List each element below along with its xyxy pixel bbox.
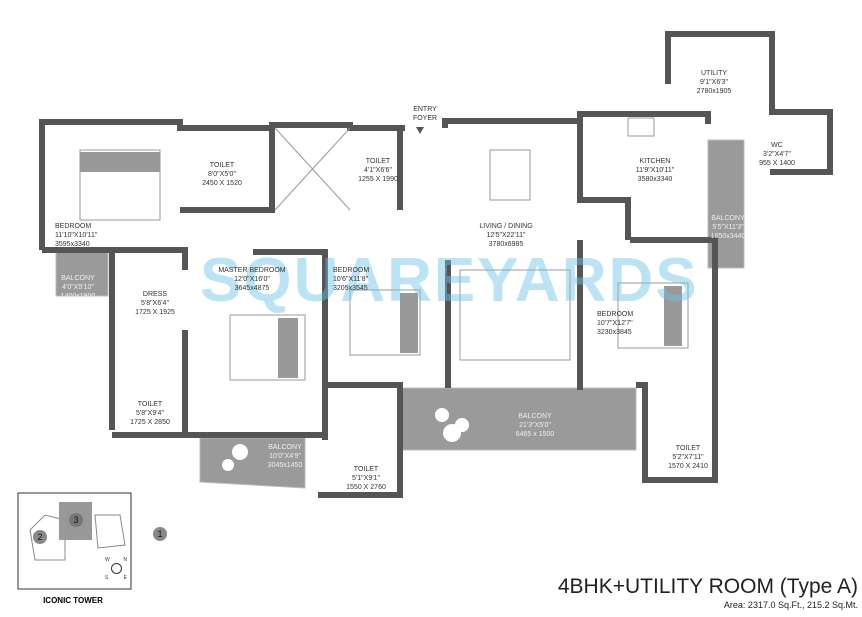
entry-arrow-icon bbox=[416, 127, 424, 134]
plan-area: Area: 2317.0 Sq.Ft., 215.2 Sq.Mt. bbox=[723, 600, 858, 610]
bed bbox=[617, 282, 689, 349]
wall bbox=[665, 31, 833, 175]
planter bbox=[222, 459, 234, 471]
bed-pillow bbox=[80, 152, 160, 172]
key-plan-unit-2: 2 bbox=[33, 530, 47, 544]
key-plan-unit-1: 1 bbox=[153, 527, 167, 541]
wall bbox=[442, 111, 711, 128]
wall bbox=[182, 330, 325, 438]
bed-pillow bbox=[278, 318, 298, 378]
bed bbox=[229, 314, 306, 381]
stove bbox=[627, 117, 655, 137]
wall bbox=[577, 121, 631, 240]
bed-pillow bbox=[400, 293, 418, 353]
bed bbox=[79, 149, 161, 221]
planter bbox=[232, 444, 248, 460]
key-plan-caption: ICONIC TOWER bbox=[43, 596, 103, 605]
dining-table bbox=[489, 149, 531, 201]
key-plan-unit-3: 3 bbox=[69, 513, 83, 527]
sofa-set bbox=[459, 269, 571, 361]
wall bbox=[112, 247, 188, 270]
watermark: SQUAREYARDS bbox=[200, 246, 699, 315]
key-plan-building bbox=[94, 514, 126, 549]
bed bbox=[349, 289, 421, 356]
wall bbox=[180, 128, 275, 213]
wall bbox=[253, 249, 328, 440]
bed-pillow bbox=[664, 286, 682, 346]
wall bbox=[318, 382, 403, 498]
wall bbox=[630, 237, 718, 483]
compass-icon: W N S E bbox=[105, 557, 127, 581]
plan-title: 4BHK+UTILITY ROOM (Type A) bbox=[557, 575, 858, 598]
planter bbox=[443, 424, 461, 442]
planter bbox=[435, 408, 449, 422]
balcony-small-area bbox=[55, 251, 109, 297]
